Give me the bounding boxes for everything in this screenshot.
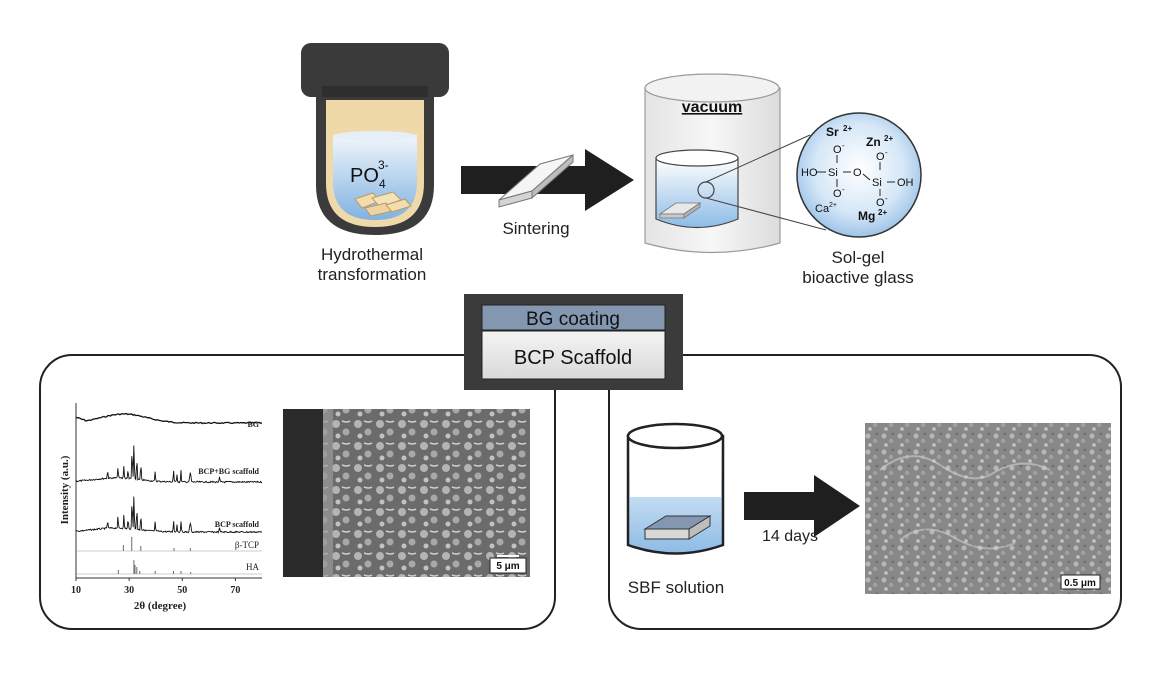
- svg-text:2+: 2+: [884, 134, 893, 143]
- svg-text:O: O: [833, 188, 842, 200]
- xrd-tick-label: 30: [124, 585, 134, 596]
- bg-coating-label: BG coating: [526, 309, 620, 330]
- xrd-series-label-bg: BG: [247, 420, 259, 429]
- xrd-tick-label: 50: [177, 585, 187, 596]
- svg-text:2+: 2+: [829, 202, 837, 209]
- calcium-carbonate-tiles: [354, 191, 412, 217]
- sol-gel-structure: Sr 2+ Zn 2+ O - O - HO Si O Si OH O - O …: [796, 112, 922, 238]
- hydrothermal-label-2: transformation: [318, 265, 427, 284]
- xrd-reference-ha: [76, 560, 262, 575]
- svg-text:O: O: [876, 151, 885, 163]
- svg-text:2+: 2+: [878, 208, 887, 217]
- svg-text:Mg: Mg: [858, 209, 875, 223]
- svg-text:Si: Si: [872, 177, 882, 189]
- xrd-trace-bg: [75, 412, 263, 425]
- svg-text:2+: 2+: [843, 124, 852, 133]
- hydrothermal-label-1: Hydrothermal: [321, 245, 423, 264]
- sintering-label: Sintering: [502, 219, 569, 238]
- bcp-scaffold-layer: [481, 330, 666, 380]
- phosphate-ion-sub: 4: [379, 177, 386, 191]
- sol-gel-label-1: Sol-gel: [832, 248, 885, 267]
- xrd-series-label-bcp-bg: BCP+BG scaffold: [198, 467, 259, 476]
- xrd-series-label-tcp: β-TCP: [235, 540, 259, 550]
- svg-text:-: -: [885, 148, 888, 157]
- process-arrow-14-days: [744, 475, 860, 537]
- svg-text:HO: HO: [801, 167, 818, 179]
- svg-text:OH: OH: [897, 177, 914, 189]
- vacuum-label: vacuum: [682, 99, 742, 116]
- svg-text:-: -: [885, 194, 888, 203]
- xrd-x-label: 2θ (degree): [134, 600, 187, 612]
- xrd-series-label-bcp: BCP scaffold: [215, 520, 260, 529]
- svg-text:O: O: [833, 144, 842, 156]
- svg-text:-: -: [842, 185, 845, 194]
- sem-image-left: 5 μm: [283, 409, 530, 577]
- svg-text:O: O: [853, 167, 862, 179]
- vessel-lid: [301, 43, 449, 97]
- sem-left-scale-label: 5 μm: [496, 561, 519, 572]
- xrd-y-label: Intensity (a.u.): [59, 455, 71, 524]
- vacuum-chamber: [644, 73, 781, 254]
- svg-text:-: -: [842, 141, 845, 150]
- xrd-chart: 10 30 50 70 Intensity (a.u.) 2θ (degree) BG…: [59, 403, 263, 612]
- svg-text:O: O: [876, 197, 885, 209]
- days-label: 14 days: [762, 528, 818, 545]
- xrd-trace-bcp: [75, 496, 263, 534]
- sem-right-scale-label: 0.5 μm: [1064, 578, 1096, 589]
- svg-text:Si: Si: [828, 167, 838, 179]
- xrd-trace-bcp-bg: [75, 445, 263, 484]
- xrd-tick-label: 10: [71, 585, 81, 596]
- sem-image-right: 0.5 μm: [865, 423, 1111, 594]
- bcp-scaffold-label: BCP Scaffold: [514, 347, 632, 369]
- left-panel: [39, 354, 556, 630]
- svg-text:Zn: Zn: [866, 135, 881, 149]
- phosphate-ion: PO: [350, 165, 379, 187]
- sbf-beaker: [626, 422, 725, 555]
- xrd-series-label-ha: HA: [246, 562, 259, 572]
- sol-gel-label-2: bioactive glass: [802, 268, 914, 287]
- sintered-block: [498, 153, 574, 208]
- phosphate-ion-sup: 3-: [378, 158, 389, 172]
- scaffold-schematic: [464, 294, 683, 390]
- sbf-label: SBF solution: [628, 578, 724, 597]
- hydrothermal-vessel: PO 4 3-: [301, 43, 449, 235]
- xrd-reference-tcp: [76, 537, 262, 552]
- xrd-tick-label: 70: [230, 585, 240, 596]
- bg-coating-layer: [481, 304, 666, 331]
- vessel-neck: [322, 86, 428, 98]
- svg-text:Ca: Ca: [815, 203, 830, 215]
- right-panel: [608, 354, 1122, 630]
- svg-text:Sr: Sr: [826, 125, 839, 139]
